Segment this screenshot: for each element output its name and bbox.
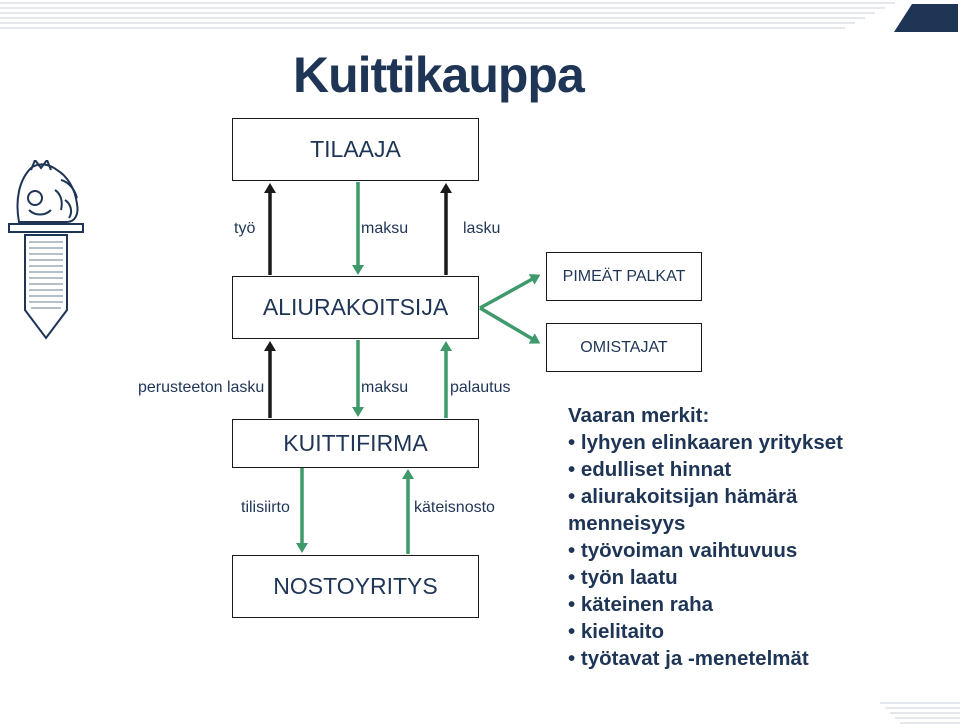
page-title: Kuittikauppa — [293, 47, 585, 103]
arrow-pimeat-palkat — [479, 274, 541, 310]
box-pimeat-palkat-label: PIMEÄT PALKAT — [562, 267, 686, 285]
warning-item: • edulliset hinnat — [568, 458, 732, 481]
header-corner-shape — [894, 4, 958, 32]
warning-item: • aliurakoitsijan hämärä — [568, 485, 798, 508]
warning-item: • työtavat ja -menetelmät — [568, 647, 809, 670]
warning-signs-heading: Vaaran merkit: — [568, 404, 710, 427]
warning-item: • työn laatu — [568, 566, 678, 589]
flow-label-maksu-top: maksu — [361, 220, 409, 237]
flow-label-palautus: palautus — [450, 379, 511, 396]
flow-label-perusteeton-lasku: perusteeton lasku — [138, 379, 265, 396]
box-tilaaja-label: TILAAJA — [310, 136, 401, 162]
warning-signs-list: Vaaran merkit: • lyhyen elinkaaren yrity… — [568, 402, 948, 672]
flow-label-lasku: lasku — [463, 220, 501, 237]
header-stripes — [0, 2, 958, 32]
box-aliurakoitsija: ALIURAKOITSIJA — [232, 276, 479, 339]
box-omistajat: OMISTAJAT — [546, 323, 702, 372]
flow-label-maksu-mid: maksu — [361, 379, 409, 396]
warning-item: • lyhyen elinkaaren yritykset — [568, 431, 843, 454]
arrow-omistajat — [479, 306, 541, 344]
warning-item: menneisyys — [568, 512, 686, 535]
warning-item: • kielitaito — [568, 620, 665, 643]
flow-label-tilisiirto: tilisiirto — [241, 499, 290, 516]
box-pimeat-palkat: PIMEÄT PALKAT — [546, 252, 702, 301]
box-aliurakoitsija-label: ALIURAKOITSIJA — [262, 294, 449, 320]
heraldic-lion-sword-icon — [8, 160, 84, 340]
box-tilaaja: TILAAJA — [232, 118, 479, 181]
box-nostoyritys: NOSTOYRITYS — [232, 555, 479, 618]
box-kuittifirma-label: KUITTIFIRMA — [283, 430, 428, 456]
box-omistajat-label: OMISTAJAT — [580, 338, 668, 356]
warning-item: • työvoiman vaihtuvuus — [568, 539, 798, 562]
warning-item: • käteinen raha — [568, 593, 714, 616]
flow-label-tyo: työ — [234, 220, 256, 237]
box-nostoyritys-label: NOSTOYRITYS — [273, 573, 438, 599]
flow-label-kateisnosto: käteisnosto — [414, 499, 495, 516]
box-kuittifirma: KUITTIFIRMA — [232, 419, 479, 468]
